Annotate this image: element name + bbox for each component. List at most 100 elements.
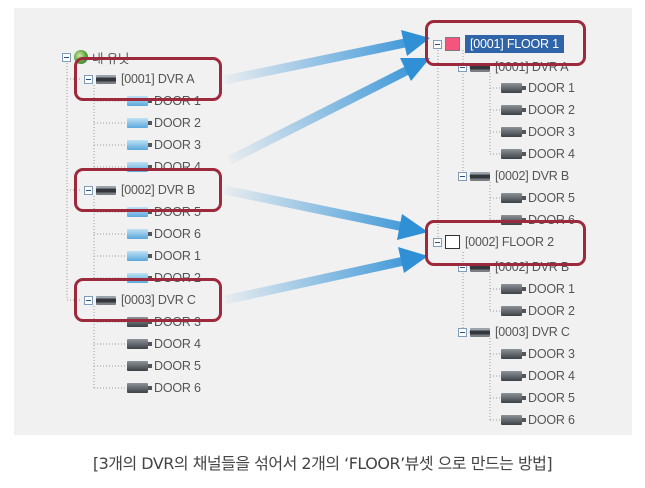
tree-item-door[interactable]: DOOR 5 xyxy=(501,188,575,208)
dvr-icon xyxy=(470,62,490,72)
tree-item-door[interactable]: DOOR 1 xyxy=(127,91,201,111)
door-label: DOOR 6 xyxy=(154,227,201,241)
door-label: DOOR 5 xyxy=(528,391,575,405)
door-label: DOOR 1 xyxy=(528,81,575,95)
door-icon xyxy=(127,317,152,327)
tree-item-door[interactable]: DOOR 1 xyxy=(127,246,201,266)
tree-item-door[interactable]: DOOR 4 xyxy=(501,366,575,386)
tree-item-door[interactable]: DOOR 3 xyxy=(127,135,201,155)
dvr-icon xyxy=(96,185,116,195)
collapse-icon[interactable] xyxy=(458,171,467,181)
door-icon xyxy=(127,162,152,172)
collapse-icon[interactable] xyxy=(84,295,93,305)
door-icon xyxy=(127,383,152,393)
tree-item-door[interactable]: DOOR 2 xyxy=(501,301,575,321)
door-label: DOOR 1 xyxy=(154,94,201,108)
dvr-label: [0003] DVR C xyxy=(121,293,196,307)
door-icon xyxy=(127,251,152,261)
door-icon xyxy=(501,105,526,115)
door-label: DOOR 5 xyxy=(528,191,575,205)
tree-item-door[interactable]: DOOR 5 xyxy=(501,388,575,408)
tree-item-door[interactable]: DOOR 4 xyxy=(127,334,201,354)
floor-icon xyxy=(445,37,460,51)
dvr-icon xyxy=(470,171,490,181)
floor-label: [0001] FLOOR 1 xyxy=(465,35,564,53)
door-label: DOOR 6 xyxy=(154,381,201,395)
tree-item-door[interactable]: DOOR 3 xyxy=(501,344,575,364)
door-label: DOOR 5 xyxy=(154,205,201,219)
door-icon xyxy=(127,361,152,371)
door-icon xyxy=(501,149,526,159)
tree-item-dvr-a[interactable]: [0001] DVR A xyxy=(84,69,195,89)
door-label: DOOR 2 xyxy=(528,304,575,318)
door-label: DOOR 3 xyxy=(154,138,201,152)
door-icon xyxy=(501,415,526,425)
arrow-dvr-a-to-floor-1 xyxy=(224,30,430,85)
door-icon xyxy=(127,118,152,128)
dvr-label: [0001] DVR A xyxy=(121,72,195,86)
tree-item-door[interactable]: DOOR 5 xyxy=(127,202,201,222)
door-label: DOOR 3 xyxy=(528,347,575,361)
dvr-icon xyxy=(470,262,490,272)
tree-item-door[interactable]: DOOR 1 xyxy=(501,78,575,98)
tree-item-dvr[interactable]: [0002] DVR B xyxy=(458,166,569,186)
highlight-dvr-c xyxy=(74,278,222,322)
door-label: DOOR 4 xyxy=(154,337,201,351)
collapse-icon[interactable] xyxy=(458,327,467,337)
door-icon xyxy=(127,207,152,217)
highlight-dvr-a xyxy=(74,57,222,101)
tree-item-door[interactable]: DOOR 6 xyxy=(127,224,201,244)
tree-item-door[interactable]: DOOR 3 xyxy=(501,122,575,142)
tree-item-door[interactable]: DOOR 3 xyxy=(127,312,201,332)
door-icon xyxy=(501,284,526,294)
dvr-icon xyxy=(96,74,116,84)
door-icon xyxy=(501,349,526,359)
highlight-floor-1 xyxy=(425,20,586,66)
tree-item-floor-1[interactable]: [0001] FLOOR 1 xyxy=(433,34,564,54)
figure-caption: [3개의 DVR의 채널들을 섞어서 2개의 ‘FLOOR’뷰셋 으로 만드는 … xyxy=(92,454,553,473)
door-icon xyxy=(127,96,152,106)
tree-item-dvr-c[interactable]: [0003] DVR C xyxy=(84,290,196,310)
collapse-icon[interactable] xyxy=(433,39,442,49)
arrow-dvr-b-to-floor-2 xyxy=(224,185,428,240)
highlight-floor-2 xyxy=(425,220,586,266)
tree-item-door[interactable]: DOOR 5 xyxy=(127,356,201,376)
tree-item-dvr[interactable]: [0003] DVR C xyxy=(458,322,570,342)
tree-item-door[interactable]: DOOR 4 xyxy=(501,144,575,164)
door-icon xyxy=(501,193,526,203)
door-icon xyxy=(501,127,526,137)
door-icon xyxy=(127,339,152,349)
tree-item-door[interactable]: DOOR 6 xyxy=(127,378,201,398)
tree-item-door[interactable]: DOOR 6 xyxy=(501,410,575,430)
door-label: DOOR 2 xyxy=(528,103,575,117)
door-label: DOOR 6 xyxy=(528,413,575,427)
tree-item-door[interactable]: DOOR 2 xyxy=(501,100,575,120)
tree-item-door[interactable]: DOOR 2 xyxy=(127,113,201,133)
tree-item-dvr-b[interactable]: [0002] DVR B xyxy=(84,180,195,200)
door-icon xyxy=(501,393,526,403)
dvr-label: [0002] DVR B xyxy=(495,169,570,183)
door-label: DOOR 1 xyxy=(154,249,201,263)
dvr-label: [0002] DVR B xyxy=(121,183,196,197)
dvr-label: [0003] DVR C xyxy=(495,325,570,339)
collapse-icon[interactable] xyxy=(84,185,93,195)
door-icon xyxy=(127,140,152,150)
arrow-dvr-c-to-floor-2 xyxy=(224,247,428,305)
collapse-icon[interactable] xyxy=(84,74,93,84)
floor-label: [0002] FLOOR 2 xyxy=(465,235,554,249)
floor-icon xyxy=(445,235,460,249)
tree-item-floor-2[interactable]: [0002] FLOOR 2 xyxy=(433,232,554,252)
door-icon xyxy=(501,371,526,381)
dvr-icon xyxy=(470,327,490,337)
collapse-icon[interactable] xyxy=(433,237,442,247)
door-icon xyxy=(501,306,526,316)
door-label: DOOR 3 xyxy=(528,125,575,139)
door-label: DOOR 5 xyxy=(154,359,201,373)
door-label: DOOR 2 xyxy=(154,116,201,130)
door-label: DOOR 4 xyxy=(528,369,575,383)
door-icon xyxy=(127,229,152,239)
collapse-icon[interactable] xyxy=(62,52,71,62)
arrow-dvr-b-to-floor-1 xyxy=(227,58,430,165)
tree-item-door[interactable]: DOOR 1 xyxy=(501,279,575,299)
